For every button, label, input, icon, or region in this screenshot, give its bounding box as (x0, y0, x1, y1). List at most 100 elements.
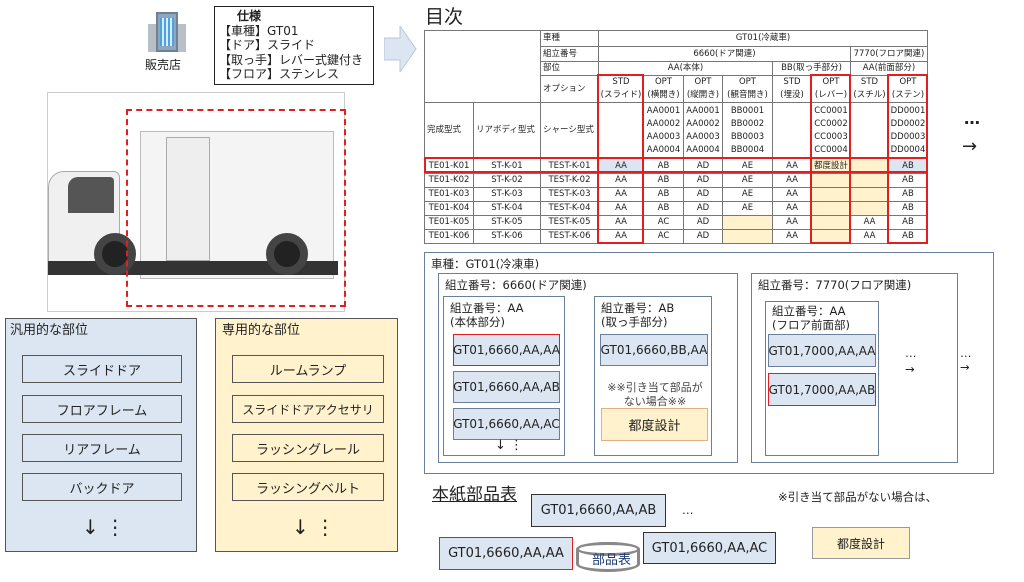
vehicle-tree-title: 車種：GT01(冷凍車) (431, 257, 540, 271)
table-cell: AB (643, 173, 684, 188)
part-group-title: 組立番号：AA (772, 304, 846, 318)
column-header: 完成型式 (424, 102, 474, 159)
row-label: 部位 (540, 61, 599, 76)
option-header: OPT(横開き) (643, 75, 684, 103)
specific-part-item: スライドドアアクセサリ (232, 395, 384, 423)
table-cell: AA (772, 201, 812, 216)
part-card: GT01,7000,AA,AA (768, 334, 876, 367)
part-group-subtitle: (本体部分) (450, 315, 505, 329)
row-label: 車種 (540, 30, 599, 47)
table-cell: ST-K-02 (473, 173, 541, 188)
bom-part-card: GT01,6660,AA,AB (531, 494, 666, 527)
more-columns-indicator: … (964, 109, 980, 128)
spec-line: 【取っ手】レバー式鍵付き (219, 52, 364, 67)
general-part-item: スライドドア (22, 355, 182, 383)
table-cell: TE01-K03 (424, 187, 474, 202)
table-cell: TEST-K-04 (540, 201, 599, 216)
part-code-cell (598, 102, 644, 159)
no-part-note: ※※引き当て部品がない場合※※ (607, 381, 703, 408)
table-cell: AD (683, 215, 723, 230)
table-cell: ST-K-05 (473, 215, 541, 230)
table-cell: AB (643, 201, 684, 216)
more-indicator: ↓ ⋮ (82, 515, 126, 539)
spec-title: 仕様 (237, 9, 262, 23)
option-header: OPT(レバー) (811, 75, 851, 103)
table-cell: ST-K-04 (473, 201, 541, 216)
row-label: オプション (540, 75, 599, 103)
custom-design-card: 都度設計 (812, 527, 910, 559)
assembly-group-title: 組立番号：6660(ドア関連) (445, 278, 587, 292)
option-header: STD(埋没) (772, 75, 812, 103)
spec-line: 【車種】GT01 (219, 23, 299, 38)
part-card: GT01,7000,AA,AB (768, 373, 876, 406)
table-cell (722, 215, 773, 230)
bom-part-card: GT01,6660,AA,AA (439, 537, 573, 570)
table-cell: AC (643, 229, 684, 244)
part-code-cell (850, 102, 889, 159)
spec-line: 【ドア】スライド (219, 38, 316, 52)
table-cell: AA (772, 187, 812, 202)
option-header: OPT(観音開き) (722, 75, 773, 103)
more-indicator: ↓ ⋮ (292, 515, 336, 539)
column-header: リアボディ型式 (473, 102, 541, 159)
table-cell: TE01-K06 (424, 229, 474, 244)
more-arrow: → (960, 360, 970, 374)
part-card: GT01,6660,BB,AA (600, 334, 708, 366)
table-cell: AE (722, 173, 773, 188)
table-cell: ST-K-06 (473, 229, 541, 244)
option-header: STD(スライド) (598, 75, 644, 103)
table-cell: AA (598, 158, 644, 174)
table-cell (850, 158, 889, 174)
highlight-column (810, 74, 851, 244)
part-card: GT01,6660,AA,AB (453, 371, 560, 403)
assembly-header: 6660(ドア関連) (598, 46, 851, 62)
spec-line: 【フロア】ステンレス (219, 67, 340, 81)
table-cell (850, 201, 889, 216)
table-cell: TEST-K-03 (540, 187, 599, 202)
table-cell: AE (722, 201, 773, 216)
part-code-cell (772, 102, 812, 159)
table-cell: AA (850, 229, 889, 244)
more-indicator: ↓ ⋮ (495, 438, 524, 453)
specific-parts-panel: 専用的な部位 ルームランプ スライドドアアクセサリ ラッシングレール ラッシング… (215, 318, 398, 552)
part-group-subtitle: (フロア前面部) (772, 318, 850, 332)
specific-part-item: ラッシングベルト (232, 473, 384, 501)
table-cell: TEST-K-02 (540, 173, 599, 188)
general-parts-panel: 汎用的な部位 スライドドア フロアフレーム リアフレーム バックドア ↓ ⋮ (5, 318, 197, 552)
table-cell: AC (643, 215, 684, 230)
table-cell: AA (772, 229, 812, 244)
table-cell (811, 173, 851, 188)
general-parts-title: 汎用的な部位 (10, 323, 89, 338)
option-header: OPT(縦開き) (683, 75, 723, 103)
table-cell: TEST-K-06 (540, 229, 599, 244)
table-cell (722, 229, 773, 244)
option-header: STD(スチル) (850, 75, 889, 103)
custom-design-card: 都度設計 (601, 408, 708, 441)
more-indicator: … (682, 503, 694, 517)
column-header: シャーシ型式 (540, 102, 599, 159)
database-icon: 部品表 (576, 538, 640, 576)
table-cell: AD (683, 201, 723, 216)
bom-title: 本紙部品表 (432, 485, 517, 505)
database-label: 部品表 (592, 553, 632, 568)
table-cell (850, 173, 889, 188)
flow-arrow-icon (384, 26, 417, 72)
table-cell: ST-K-03 (473, 187, 541, 202)
part-group-title: 組立番号：AB (601, 301, 675, 315)
table-cell: TE01-K04 (424, 201, 474, 216)
table-cell: TEST-K-05 (540, 215, 599, 230)
general-part-item: リアフレーム (22, 434, 182, 462)
table-cell: 都度設計 (811, 158, 851, 174)
table-cell: AD (683, 173, 723, 188)
part-group-subtitle: (取っ手部分) (601, 315, 668, 329)
table-cell (850, 187, 889, 202)
